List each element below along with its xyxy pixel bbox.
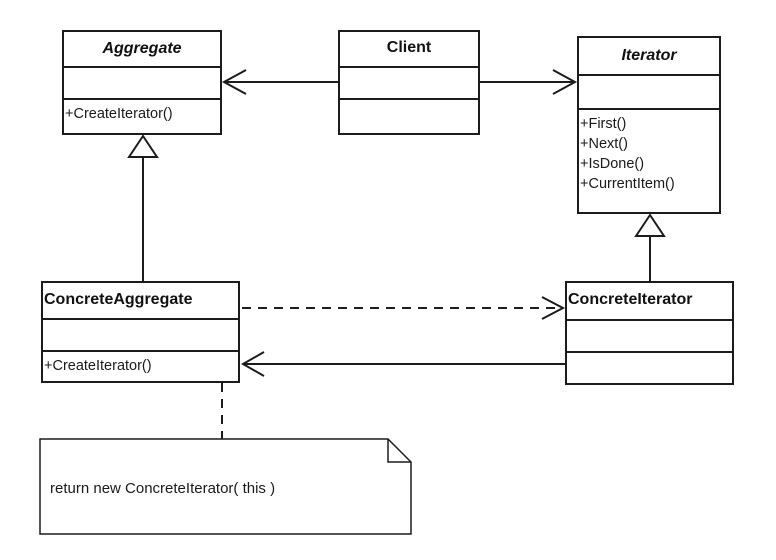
note-text: return new ConcreteIterator( this ) (50, 480, 276, 497)
concrete-aggregate-generalization (127, 134, 159, 281)
folded-corner-icon (387, 439, 411, 463)
attributes-compartment (64, 68, 220, 100)
attributes-compartment (567, 321, 732, 353)
concrete-aggregate-class[interactable]: ConcreteAggregate +CreateIterator() (41, 281, 240, 383)
attributes-compartment (43, 320, 238, 352)
open-arrowhead-icon (221, 69, 247, 95)
class-name: Iterator (579, 38, 719, 76)
operation: +CurrentItem() (580, 176, 675, 192)
concrete-iterator-generalization (634, 213, 666, 281)
client-class[interactable]: Client (338, 30, 480, 135)
iterator-class[interactable]: Iterator +First() +Next() +IsDone() +Cur… (577, 36, 721, 214)
open-arrowhead-icon (541, 296, 566, 320)
class-name: Aggregate (64, 32, 220, 68)
client-to-iterator-association (480, 69, 578, 95)
operations-compartment: +CreateIterator() (43, 352, 238, 381)
client-to-aggregate-association (221, 69, 338, 95)
operations-compartment (340, 100, 478, 133)
operations-compartment (567, 353, 732, 383)
class-name: ConcreteIterator (567, 283, 732, 321)
operation: +CreateIterator() (44, 358, 152, 374)
hollow-triangle-icon (634, 213, 666, 237)
open-arrowhead-icon (240, 351, 265, 377)
hollow-triangle-icon (127, 134, 159, 158)
class-name: Client (340, 32, 478, 68)
operations-compartment: +CreateIterator() (64, 100, 220, 133)
aggregate-class[interactable]: Aggregate +CreateIterator() (62, 30, 222, 135)
operation: +Next() (580, 136, 628, 152)
operations-compartment: +First() +Next() +IsDone() +CurrentItem(… (579, 110, 719, 212)
note-shape (39, 438, 412, 535)
attributes-compartment (340, 68, 478, 100)
operation: +First() (580, 116, 627, 132)
operation: +CreateIterator() (65, 106, 173, 122)
creates-dependency (242, 296, 566, 320)
attributes-compartment (579, 76, 719, 110)
class-name: ConcreteAggregate (43, 283, 238, 320)
operation: +IsDone() (580, 156, 645, 172)
open-arrowhead-icon (552, 69, 578, 95)
concrete-iterator-class[interactable]: ConcreteIterator (565, 281, 734, 385)
concrete-iterator-to-concrete-aggregate-association (240, 351, 565, 377)
